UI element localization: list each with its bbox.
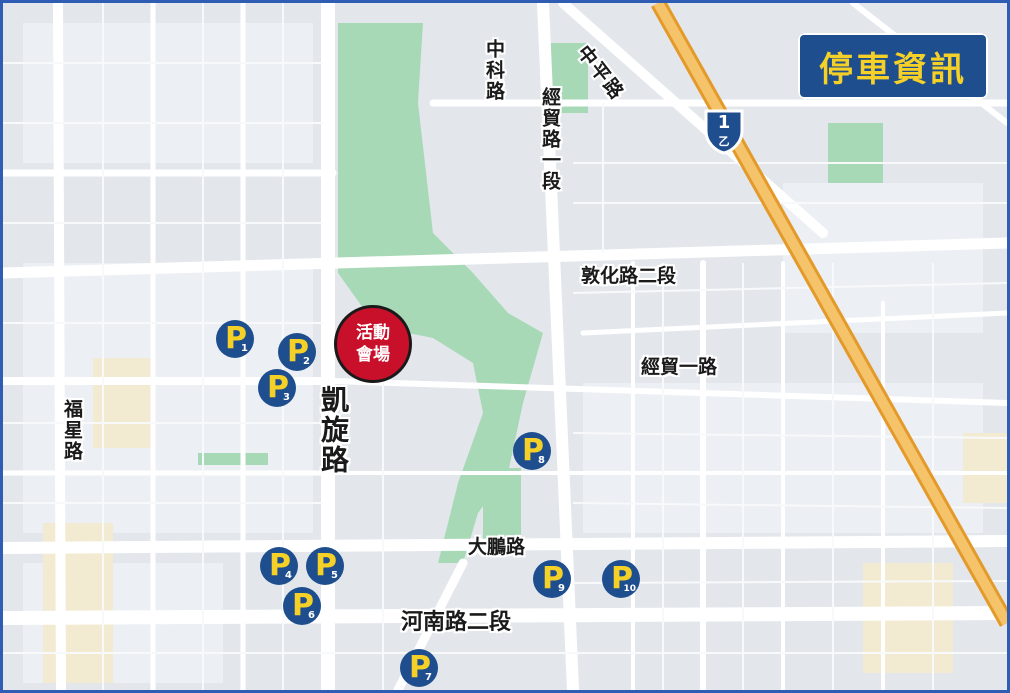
road-label-dapeng: 大鵬路 [468, 536, 526, 558]
parking-marker-10[interactable]: P 10 [602, 560, 640, 598]
venue-label-line1: 活動 [356, 323, 390, 343]
parking-letter: P [542, 561, 564, 596]
parking-marker-2[interactable]: P 2 [278, 333, 316, 371]
road-label-kaixuan: 凱旋路 [317, 385, 350, 475]
parking-letter: P [315, 548, 337, 583]
parking-letter: P [522, 433, 544, 468]
highway-number: 1 [717, 112, 731, 133]
road-label-zhongke: 中科路 [483, 39, 505, 102]
parking-marker-6[interactable]: P 6 [283, 587, 321, 625]
parking-marker-7[interactable]: P 7 [400, 649, 438, 687]
parking-number: 7 [425, 672, 432, 683]
parking-number: 9 [558, 583, 565, 594]
parking-letter: P [409, 650, 431, 685]
parking-marker-5[interactable]: P 5 [306, 547, 344, 585]
highway-suffix: 乙 [718, 135, 730, 148]
parking-number: 5 [331, 570, 338, 581]
parking-number: 3 [283, 392, 290, 403]
road-label-jingmao-1-road: 經貿一路 [641, 356, 718, 378]
road-label-fuxing: 福星路 [61, 399, 83, 462]
parking-letter: P [611, 561, 633, 596]
parking-number: 8 [538, 455, 545, 466]
highway-1-shield-icon: 1 乙 [702, 107, 746, 155]
parking-marker-3[interactable]: P 3 [258, 369, 296, 407]
road-label-henan-2: 河南路二段 [401, 610, 512, 635]
page-title: 停車資訊 [798, 33, 988, 99]
parking-letter: P [269, 548, 291, 583]
parking-marker-4[interactable]: P 4 [260, 547, 298, 585]
parking-letter: P [225, 321, 247, 356]
road-label-jingmao-1-section: 經貿路一段 [539, 87, 561, 192]
parking-number: 6 [308, 610, 315, 621]
parking-number: 10 [623, 584, 636, 594]
map-base [3, 3, 1007, 690]
venue-label-line2: 會場 [356, 345, 390, 365]
parking-number: 1 [241, 343, 248, 354]
event-venue-marker[interactable]: 活動 會場 [334, 305, 412, 383]
parking-letter: P [287, 334, 309, 369]
parking-marker-8[interactable]: P 8 [513, 432, 551, 470]
road-label-dunhua-2: 敦化路二段 [581, 265, 677, 287]
parking-letter: P [292, 588, 314, 623]
parking-number: 4 [285, 570, 292, 581]
parking-number: 2 [303, 356, 310, 367]
parking-letter: P [267, 370, 289, 405]
parking-marker-1[interactable]: P 1 [216, 320, 254, 358]
parking-marker-9[interactable]: P 9 [533, 560, 571, 598]
